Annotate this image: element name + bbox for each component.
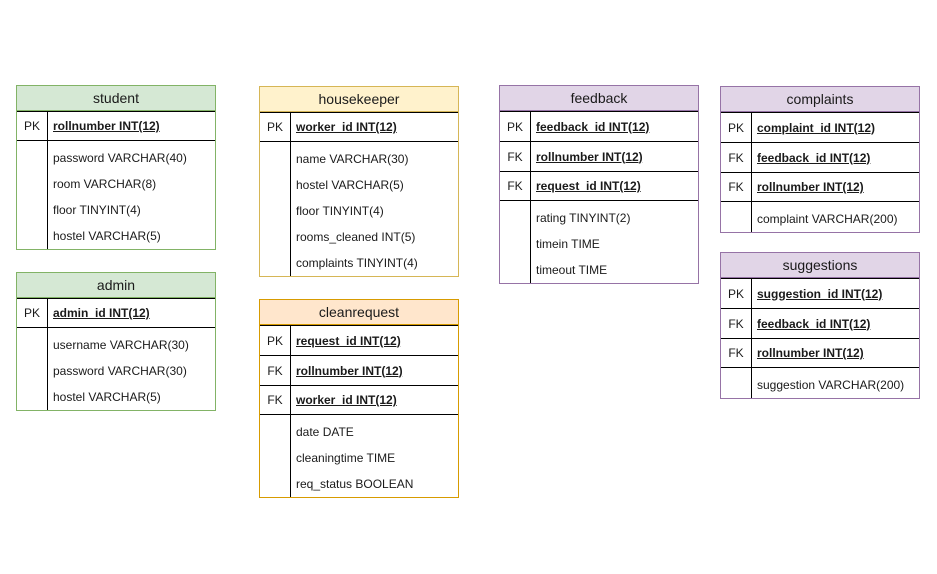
key-type: FK: [721, 309, 752, 338]
key-field: rollnumber INT(12): [757, 346, 864, 360]
attribute-list: rating TINYINT(2) timein TIME timeout TI…: [500, 201, 698, 283]
key-field: feedback_id INT(12): [536, 119, 650, 134]
key-type: PK: [500, 112, 531, 141]
entity-suggestions[interactable]: suggestions PK suggestion_id INT(12) FK …: [720, 252, 920, 399]
attribute-list: name VARCHAR(30) hostel VARCHAR(5) floor…: [260, 142, 458, 276]
attribute: complaint VARCHAR(200): [757, 212, 898, 226]
attribute: date DATE: [296, 425, 354, 439]
key-field: feedback_id INT(12): [757, 316, 871, 331]
attribute: complaints TINYINT(4): [296, 256, 418, 270]
attribute: timein TIME: [536, 237, 600, 251]
key-row: PK admin_id INT(12): [17, 298, 215, 328]
entity-title: housekeeper: [260, 87, 458, 112]
entity-title: cleanrequest: [260, 300, 458, 325]
attribute-list: suggestion VARCHAR(200): [721, 368, 919, 398]
key-type: FK: [721, 339, 752, 367]
key-type: FK: [500, 172, 531, 200]
key-row: FK rollnumber INT(12): [260, 355, 458, 385]
key-row: PK worker_id INT(12): [260, 112, 458, 142]
key-type: PK: [721, 279, 752, 308]
key-row: PK complaint_id INT(12): [721, 112, 919, 142]
attribute: req_status BOOLEAN: [296, 477, 414, 491]
key-field: suggestion_id INT(12): [757, 286, 883, 301]
key-row: FK rollnumber INT(12): [721, 338, 919, 368]
key-row: PK rollnumber INT(12): [17, 111, 215, 141]
key-row: FK feedback_id INT(12): [721, 142, 919, 172]
key-field: feedback_id INT(12): [757, 150, 871, 165]
entity-title: suggestions: [721, 253, 919, 278]
key-type: PK: [17, 299, 48, 327]
key-type: FK: [721, 173, 752, 201]
entity-student[interactable]: student PK rollnumber INT(12) password V…: [16, 85, 216, 250]
key-row: PK suggestion_id INT(12): [721, 278, 919, 308]
attribute: hostel VARCHAR(5): [53, 229, 161, 243]
key-field: rollnumber INT(12): [757, 180, 864, 194]
key-type: FK: [260, 356, 291, 385]
attribute: password VARCHAR(40): [53, 151, 187, 165]
key-type: FK: [721, 143, 752, 172]
key-field: admin_id INT(12): [53, 306, 150, 320]
key-row: PK request_id INT(12): [260, 325, 458, 355]
attribute: room VARCHAR(8): [53, 177, 157, 191]
key-row: FK rollnumber INT(12): [721, 172, 919, 202]
attribute-list: password VARCHAR(40) room VARCHAR(8) flo…: [17, 141, 215, 249]
key-type: PK: [260, 326, 291, 355]
attribute: timeout TIME: [536, 263, 608, 277]
key-row: FK feedback_id INT(12): [721, 308, 919, 338]
attribute: password VARCHAR(30): [53, 364, 187, 378]
key-field: rollnumber INT(12): [296, 363, 403, 378]
key-type: PK: [260, 113, 291, 141]
attribute-list: date DATE cleaningtime TIME req_status B…: [260, 415, 458, 497]
key-field: worker_id INT(12): [296, 120, 397, 134]
attribute: suggestion VARCHAR(200): [757, 378, 905, 392]
attribute: floor TINYINT(4): [53, 203, 141, 217]
key-row: FK request_id INT(12): [500, 171, 698, 201]
key-type: FK: [500, 142, 531, 171]
key-type: PK: [721, 113, 752, 142]
attribute: name VARCHAR(30): [296, 152, 409, 166]
key-row: FK worker_id INT(12): [260, 385, 458, 415]
entity-cleanrequest[interactable]: cleanrequest PK request_id INT(12) FK ro…: [259, 299, 459, 498]
key-field: rollnumber INT(12): [536, 149, 643, 164]
attribute-list: username VARCHAR(30) password VARCHAR(30…: [17, 328, 215, 410]
attribute: hostel VARCHAR(5): [296, 178, 404, 192]
key-type: FK: [260, 386, 291, 414]
attribute-list: complaint VARCHAR(200): [721, 202, 919, 232]
attribute: cleaningtime TIME: [296, 451, 396, 465]
attribute: rooms_cleaned INT(5): [296, 230, 416, 244]
entity-title: student: [17, 86, 215, 111]
key-row: FK rollnumber INT(12): [500, 141, 698, 171]
entity-complaints[interactable]: complaints PK complaint_id INT(12) FK fe…: [720, 86, 920, 233]
key-field: request_id INT(12): [296, 333, 401, 348]
key-row: PK feedback_id INT(12): [500, 111, 698, 141]
key-field: complaint_id INT(12): [757, 120, 876, 135]
key-field: rollnumber INT(12): [53, 119, 160, 133]
attribute: floor TINYINT(4): [296, 204, 384, 218]
entity-feedback[interactable]: feedback PK feedback_id INT(12) FK rolln…: [499, 85, 699, 284]
entity-title: admin: [17, 273, 215, 298]
attribute: hostel VARCHAR(5): [53, 390, 161, 404]
key-field: request_id INT(12): [536, 179, 641, 193]
entity-housekeeper[interactable]: housekeeper PK worker_id INT(12) name VA…: [259, 86, 459, 277]
key-type: PK: [17, 112, 48, 140]
entity-title: complaints: [721, 87, 919, 112]
attribute: username VARCHAR(30): [53, 338, 189, 352]
entity-admin[interactable]: admin PK admin_id INT(12) username VARCH…: [16, 272, 216, 411]
entity-title: feedback: [500, 86, 698, 111]
key-field: worker_id INT(12): [296, 393, 397, 407]
attribute: rating TINYINT(2): [536, 211, 631, 225]
